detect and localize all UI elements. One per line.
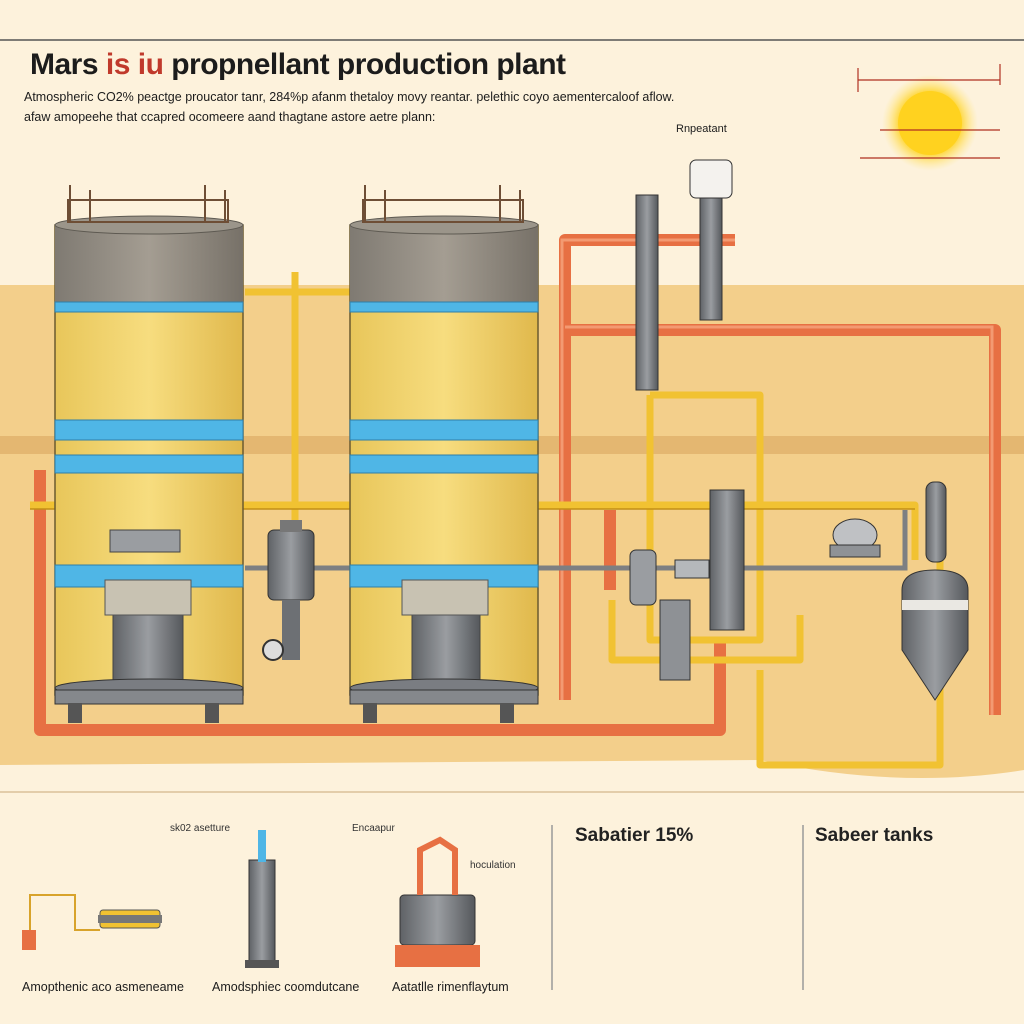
co2-capture-label: sk02 asetture (170, 823, 231, 834)
page-title: Mars is iu propnellant production plant (30, 48, 566, 82)
insulation-label: hoculation (470, 860, 516, 871)
electrolysis-label: Encaapur (352, 823, 395, 834)
title-part-3: propnellant production plant (163, 48, 566, 81)
caption-2: Amodsphiec coomdutcane (212, 980, 360, 994)
electrolysis-column-icon (245, 830, 279, 968)
sabatier-heading: Sabatier 15% (575, 825, 694, 846)
caption-3: Aatatlle rimenflaytum (392, 980, 509, 994)
tank-2 (349, 185, 539, 723)
regulator-label: Rnpeatant (676, 123, 727, 135)
regulator-columns (635, 159, 733, 391)
title-part-1: Mars (30, 48, 106, 81)
sun-core (898, 91, 962, 155)
pump-unit (262, 520, 315, 661)
subtitle-line-2: afaw amopeehe that ccapred ocomeere aand… (24, 110, 436, 124)
title-highlight: is iu (105, 48, 164, 81)
sun-measure-lines (857, 64, 1001, 159)
storage-heading: Sabeer tanks (815, 825, 934, 846)
orange-pipe-highlights (560, 238, 994, 715)
subtitle-line-1: Atmospheric CO2% peactge proucator tanr,… (24, 90, 675, 104)
sabatier-reactor (629, 489, 881, 681)
tank-1 (54, 185, 244, 723)
co2-capture-icon (22, 894, 162, 950)
storage-vessel (901, 481, 969, 701)
furnace-icon (395, 836, 480, 967)
caption-1: Amopthenic aco asmeneame (22, 980, 184, 994)
